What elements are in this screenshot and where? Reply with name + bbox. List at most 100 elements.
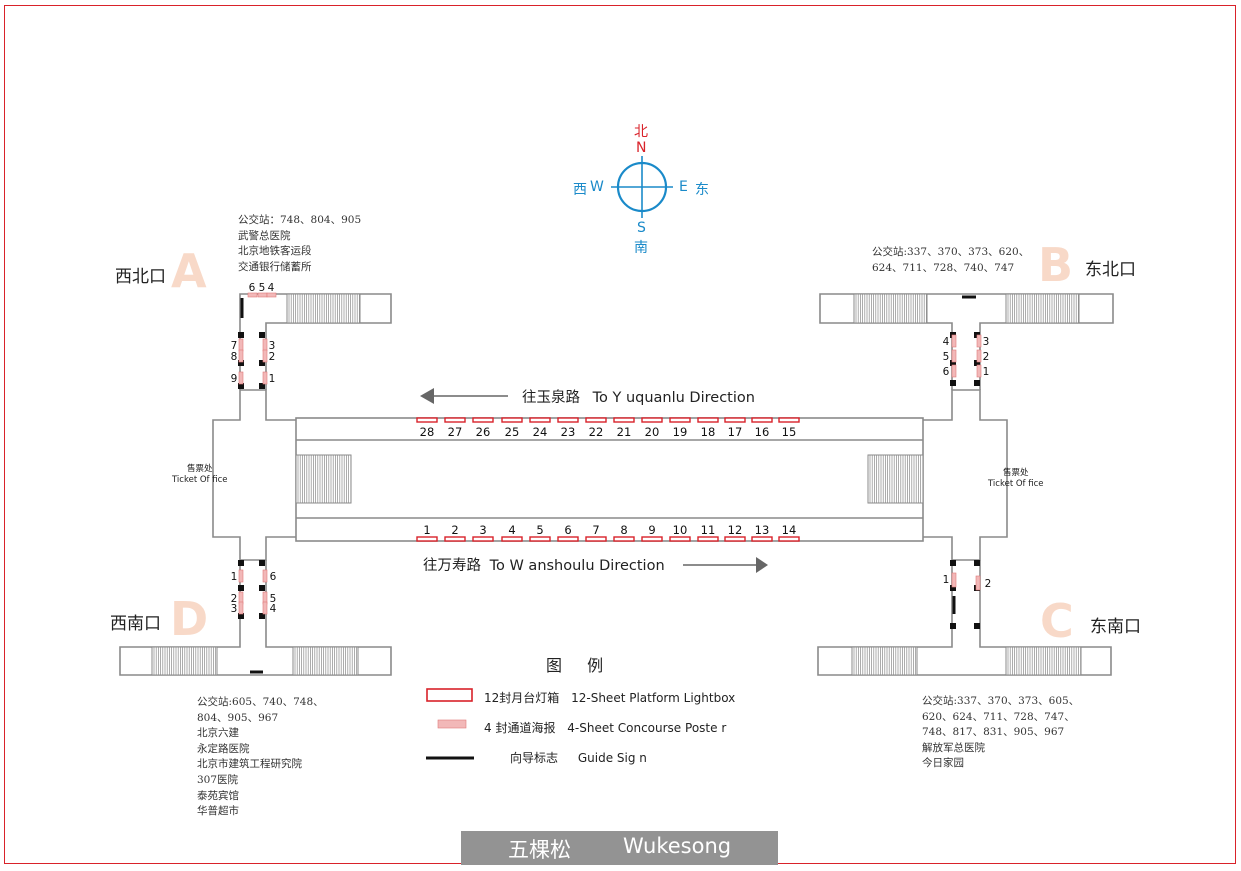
poster-number: 6	[943, 366, 950, 378]
lightbox-number: 23	[561, 425, 576, 439]
lightbox-number: 18	[701, 425, 716, 439]
info-line: 公交站:337、370、373、605、	[922, 695, 1080, 707]
exit-b-info: 公交站:337、370、373、620、 624、711、728、740、747	[872, 245, 1029, 276]
poster-number: 7	[231, 340, 238, 352]
platform-lightbox	[669, 536, 691, 542]
column-marker	[259, 585, 265, 591]
info-line: 北京市建筑工程研究院	[197, 758, 302, 771]
exit-d-name: 西南口	[110, 614, 161, 634]
info-line: 624、711、728、740、747	[872, 261, 1015, 274]
concourse-poster	[951, 334, 957, 348]
column-marker	[238, 383, 244, 389]
exit-c-letter: C	[1040, 594, 1074, 648]
poster-number: 2	[983, 351, 990, 363]
compass-icon	[611, 156, 673, 218]
platform-lightboxes	[416, 417, 800, 542]
direction-south-cn: 往万寿路	[423, 558, 481, 574]
lightbox-number: 27	[448, 425, 463, 439]
guide-signs	[240, 295, 976, 674]
info-line: 公交站:337、370、373、620、	[872, 246, 1030, 258]
concourse-poster	[951, 364, 957, 378]
compass-north-en: N	[636, 140, 647, 156]
concourse-poster	[262, 569, 268, 583]
info-line: 华普超市	[197, 805, 239, 818]
poster-number: 3	[269, 340, 276, 352]
info-line: 永定路医院	[197, 742, 250, 755]
info-line: 804、905、967	[197, 711, 279, 724]
concourse-poster	[247, 292, 258, 298]
station-name-banner: 五棵松 Wukesong	[461, 831, 778, 865]
lightbox-number: 22	[589, 425, 604, 439]
concourse-poster	[262, 338, 268, 352]
poster-number: 9	[231, 373, 238, 385]
poster-number: 3	[983, 336, 990, 348]
stairs-exit-d-right	[292, 646, 359, 676]
info-line: 泰苑宾馆	[197, 789, 239, 802]
lightbox-number: 10	[673, 523, 688, 537]
legend-item-cn: 向导标志	[510, 751, 559, 765]
poster-number: 2	[231, 593, 238, 605]
column-marker	[259, 332, 265, 338]
column-marker	[950, 560, 956, 566]
platform-lightbox	[697, 536, 719, 542]
stairs-exit-d-left	[151, 646, 218, 676]
lightbox-number: 13	[755, 523, 770, 537]
column-marker	[974, 360, 980, 366]
column-marker	[950, 360, 956, 366]
exit-c-info: 公交站:337、370、373、605、 620、624、711、728、747…	[922, 694, 1079, 772]
platform-lightbox	[416, 417, 438, 423]
direction-arrows	[420, 388, 768, 573]
lightbox-number: 19	[673, 425, 688, 439]
platform-lightbox	[472, 536, 494, 542]
lightbox-number: 6	[564, 523, 571, 537]
legend-title: 图 例	[546, 656, 614, 675]
stairs-exit-c-right	[1005, 646, 1082, 676]
concourse-poster	[976, 349, 982, 363]
platform-lightbox	[529, 417, 551, 423]
column-marker	[974, 623, 980, 629]
column-marker	[238, 613, 244, 619]
legend-item-en: Guide Sig n	[577, 751, 647, 765]
platform-lightbox	[444, 417, 466, 423]
escalator-group	[151, 293, 1082, 676]
lightbox-number: 1	[423, 523, 430, 537]
lightbox-number: 3	[479, 523, 486, 537]
poster-number: 1	[983, 366, 990, 378]
arrow-left-icon	[420, 388, 434, 404]
exit-a-info: 公交站：748、804、905 武警总医院 北京地铁客运段 交通银行储蓄所	[238, 213, 361, 275]
ticket-office-cn: 售票处	[186, 464, 213, 474]
lightbox-number: 28	[420, 425, 435, 439]
lightbox-number: 24	[533, 425, 548, 439]
legend-item-guide: 向导标志 Guide Sig n	[510, 749, 647, 766]
concourse-poster	[262, 371, 268, 385]
concourse-poster	[262, 349, 268, 363]
platform-lightbox	[585, 417, 607, 423]
concourse-poster	[975, 575, 981, 591]
platform-lightbox	[613, 417, 635, 423]
info-line: 748、817、831、905、967	[922, 726, 1065, 739]
direction-south: 往万寿路 To W anshoulu Direction	[423, 554, 665, 575]
column-marker	[238, 560, 244, 566]
concourse-poster	[951, 572, 957, 588]
ticket-office-en: Ticket Of fice	[988, 479, 1044, 489]
poster-number: 1	[269, 373, 276, 385]
platform-lightbox	[501, 536, 523, 542]
platform-lightbox	[641, 536, 663, 542]
legend-swatches	[426, 688, 474, 760]
poster-number: 5	[270, 593, 277, 605]
exit-b-letter: B	[1038, 238, 1074, 292]
platform-lightbox	[444, 536, 466, 542]
lightbox-number: 5	[536, 523, 543, 537]
legend-item-lightbox: 12封月台灯箱 12-Sheet Platform Lightbox	[484, 689, 735, 706]
platform-lightbox	[529, 536, 551, 542]
info-line: 620、624、711、728、747、	[922, 710, 1075, 723]
poster-number: 4	[270, 603, 277, 615]
legend-lightbox-swatch	[426, 688, 473, 702]
platform-lightbox	[751, 417, 773, 423]
poster-number: 8	[231, 351, 238, 363]
poster-number: 3	[231, 603, 238, 615]
platform-outline	[295, 417, 924, 542]
lightbox-number: 16	[755, 425, 770, 439]
platform-lightbox	[557, 417, 579, 423]
legend-item-en: 4-Sheet Concourse Poste r	[567, 721, 727, 735]
